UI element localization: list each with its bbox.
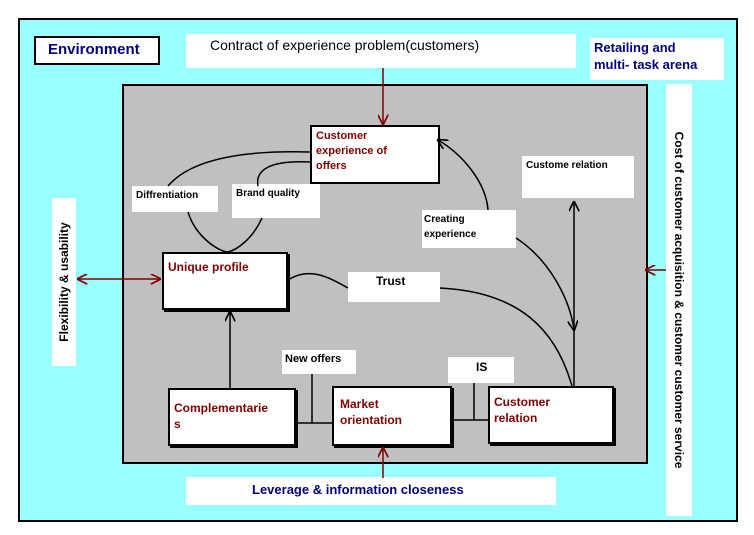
cost-label: Cost of customer acquisition & customer … — [672, 131, 686, 469]
customer-experience-box: Customer experience of offers — [310, 125, 440, 184]
unique-profile-label: Unique profile — [168, 260, 249, 274]
diffrentiation-label: Diffrentiation — [136, 190, 199, 201]
custome-relation-top-label: Custome relation — [526, 160, 608, 171]
retailing-box: Retailing and multi- task arena — [590, 38, 724, 80]
complementaries-label: Complementaries — [174, 401, 269, 431]
contract-label: Contract of experience problem(customers… — [210, 37, 480, 53]
customer-experience-label: Customer experience of offers — [316, 130, 387, 172]
diffrentiation-box: Diffrentiation — [132, 186, 218, 212]
new-offers-label: New offers — [285, 353, 342, 365]
customer-relation-label: Customer relation — [494, 395, 551, 425]
contract-box: Contract of experience problem(customers… — [186, 34, 576, 68]
brand-quality-box: Brand quality — [232, 184, 320, 218]
flexibility-box: Flexibility & usability — [52, 198, 76, 366]
cost-box: Cost of customer acquisition & customer … — [666, 84, 692, 516]
leverage-box: Leverage & information closeness — [186, 477, 556, 505]
creating-experience-label: Creating experience — [424, 214, 477, 240]
brand-quality-label: Brand quality — [236, 188, 300, 199]
market-orientation-label: Market orientation — [340, 397, 402, 427]
unique-profile-box: Unique profile — [162, 252, 288, 310]
is-label: IS — [476, 360, 488, 374]
custome-relation-top-box: Custome relation — [522, 156, 634, 198]
trust-box: Trust — [348, 272, 440, 302]
market-orientation-box: Market orientation — [332, 386, 452, 446]
creating-experience-box: Creating experience — [422, 210, 516, 248]
new-offers-box: New offers — [282, 350, 356, 374]
customer-relation-box: Customer relation — [488, 386, 614, 444]
leverage-label: Leverage & information closeness — [252, 482, 464, 497]
environment-label-box: Environment — [34, 36, 160, 65]
environment-label: Environment — [48, 41, 140, 58]
is-box: IS — [448, 357, 514, 383]
trust-label: Trust — [376, 274, 406, 288]
retailing-label-line1: Retailing and — [594, 40, 676, 55]
complementaries-box: Complementaries — [168, 388, 296, 446]
retailing-label-line2: multi- task arena — [594, 57, 698, 72]
flexibility-label: Flexibility & usability — [57, 222, 71, 342]
